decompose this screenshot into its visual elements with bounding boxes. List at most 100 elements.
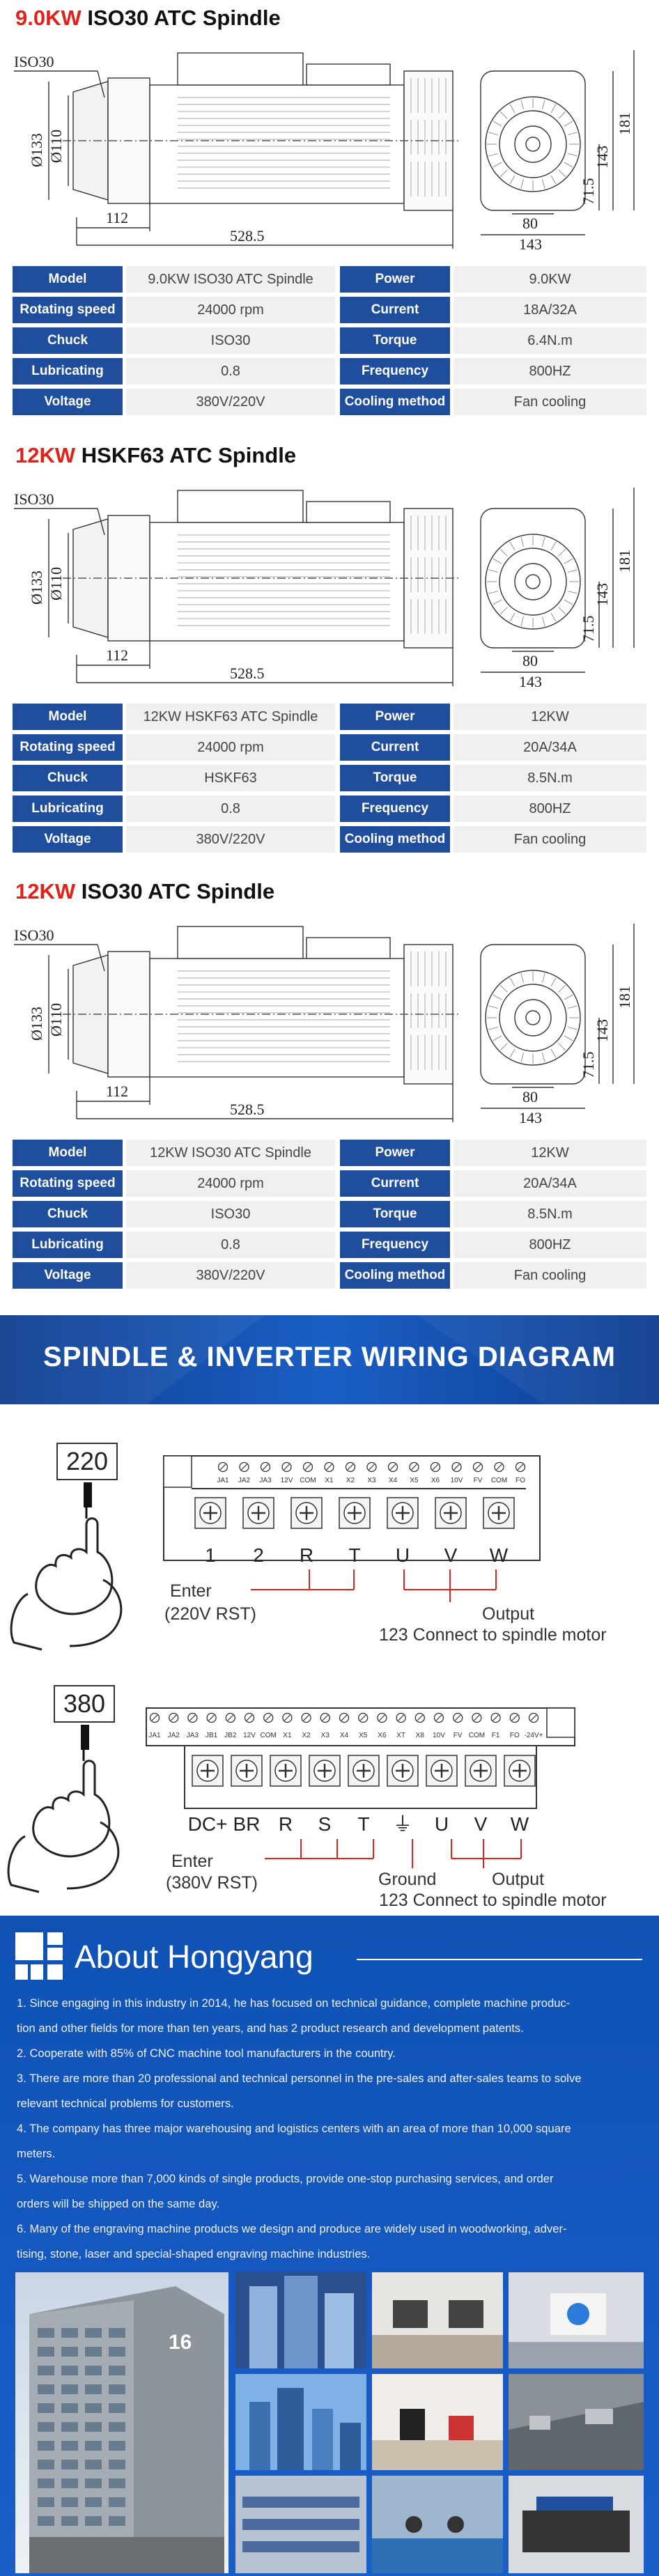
terminal-top-label: F1 bbox=[492, 1732, 500, 1739]
about-paragraph-line: 3. There are more than 20 professional a… bbox=[17, 2072, 582, 2085]
spindle-title: 9.0KW ISO30 ATC Spindle bbox=[15, 6, 281, 31]
terminal-top-label: COM bbox=[300, 1477, 316, 1484]
spec-label: Rotating speed bbox=[13, 297, 123, 323]
spec-value: 6.4N.m bbox=[453, 327, 646, 354]
spec-label: Lubricating bbox=[13, 796, 123, 822]
spec-value: 8.5N.m bbox=[453, 765, 646, 791]
terminal-label: 2 bbox=[253, 1544, 264, 1566]
spec-label: Rotating speed bbox=[13, 734, 123, 761]
terminal-top-label: JA3 bbox=[187, 1732, 199, 1739]
terminal-screws-380 bbox=[192, 1755, 536, 1787]
spec-label: Chuck bbox=[13, 765, 123, 791]
about-paragraph-line: relevant technical problems for customer… bbox=[17, 2097, 234, 2110]
ground-380: Ground bbox=[378, 1870, 436, 1889]
dim-total-length: 528.5 bbox=[230, 1101, 265, 1118]
spec-value: 20A/34A bbox=[453, 1170, 646, 1197]
spec-label: Model bbox=[13, 266, 123, 293]
spec-value: 18A/32A bbox=[453, 297, 646, 323]
spec-value: 12KW bbox=[453, 1140, 646, 1166]
terminal-top-label: COM bbox=[469, 1732, 485, 1739]
spec-value: 24000 rpm bbox=[126, 297, 335, 323]
terminal-top-label: X2 bbox=[346, 1477, 355, 1484]
spec-label: Cooling method bbox=[340, 1262, 450, 1289]
spec-value: ISO30 bbox=[126, 327, 335, 354]
enter-220-sub: (220V RST) bbox=[164, 1604, 256, 1624]
spec-value: 12KW ISO30 ATC Spindle bbox=[126, 1140, 335, 1166]
photo-aerial bbox=[509, 2374, 644, 2470]
terminal-label: 1 bbox=[205, 1544, 216, 1566]
photo-office bbox=[372, 2272, 503, 2368]
terminal-label: U bbox=[435, 1813, 449, 1835]
dim-nose-length: 112 bbox=[106, 1083, 128, 1100]
terminal-label: ⏚ bbox=[393, 1813, 412, 1835]
dim-body-height: 143 bbox=[594, 583, 611, 606]
spec-label: Current bbox=[340, 1170, 450, 1197]
spec-value: 380V/220V bbox=[126, 826, 335, 853]
spec-label: Chuck bbox=[13, 327, 123, 354]
spec-label: Current bbox=[340, 297, 450, 323]
about-paragraph-line: 4. The company has three major warehousi… bbox=[17, 2122, 571, 2135]
spec-value: 0.8 bbox=[126, 1232, 335, 1258]
dim-center-height: 71.5 bbox=[580, 616, 597, 643]
spec-value: 9.0KW bbox=[453, 266, 646, 293]
spindle-name-title: ISO30 ATC Spindle bbox=[81, 879, 275, 903]
terminal-top-label: X4 bbox=[389, 1477, 398, 1484]
spec-value: 12KW bbox=[453, 704, 646, 730]
terminal-top-label: X4 bbox=[340, 1732, 349, 1739]
terminal-top-label: JA1 bbox=[217, 1477, 229, 1484]
terminal-label: V bbox=[474, 1813, 488, 1835]
dim-diameter-inner: Ø110 bbox=[47, 1003, 65, 1037]
dim-tool-label: ISO30 bbox=[14, 926, 54, 944]
photo-showroom bbox=[372, 2374, 503, 2470]
spec-value: ISO30 bbox=[126, 1201, 335, 1227]
dim-nose-length: 112 bbox=[106, 209, 128, 226]
spec-value: 380V/220V bbox=[126, 389, 335, 415]
grid-logo-icon bbox=[15, 1932, 63, 1980]
spec-value: 800HZ bbox=[453, 796, 646, 822]
company-photos: 16 bbox=[15, 2272, 644, 2573]
terminal-top-label: JA2 bbox=[168, 1732, 180, 1739]
terminal-top-label: 10V bbox=[451, 1477, 463, 1484]
terminal-top-label: X5 bbox=[359, 1732, 368, 1739]
spec-label: Torque bbox=[340, 765, 450, 791]
spec-label: Torque bbox=[340, 327, 450, 354]
spec-label: Power bbox=[340, 704, 450, 730]
terminal-top-label: X2 bbox=[302, 1732, 311, 1739]
terminal-top-label: FV bbox=[474, 1477, 483, 1484]
spec-label: Torque bbox=[340, 1201, 450, 1227]
dim-center-height: 71.5 bbox=[580, 1052, 597, 1079]
about-paragraphs: 1. Since engaging in this industry in 20… bbox=[17, 1991, 644, 2267]
terminal-top-label: FV bbox=[453, 1732, 463, 1739]
spindle-title: 12KW ISO30 ATC Spindle bbox=[15, 879, 274, 904]
terminal-top-label: JA2 bbox=[238, 1477, 251, 1484]
spindle-power-title: 12KW bbox=[15, 879, 76, 903]
hand-plug-icon bbox=[7, 1725, 120, 1893]
dim-side-width: 80 bbox=[522, 1088, 538, 1105]
terminal-top-label: X8 bbox=[416, 1732, 425, 1739]
hand-plug-icon bbox=[10, 1482, 123, 1651]
dim-side-total: 143 bbox=[519, 673, 542, 690]
output-220: Output bbox=[482, 1604, 534, 1624]
dim-total-height: 181 bbox=[616, 550, 633, 573]
output-380: Output bbox=[492, 1870, 544, 1889]
dim-side-total: 143 bbox=[519, 1109, 542, 1126]
voltage-220-text: 220 bbox=[66, 1447, 108, 1475]
